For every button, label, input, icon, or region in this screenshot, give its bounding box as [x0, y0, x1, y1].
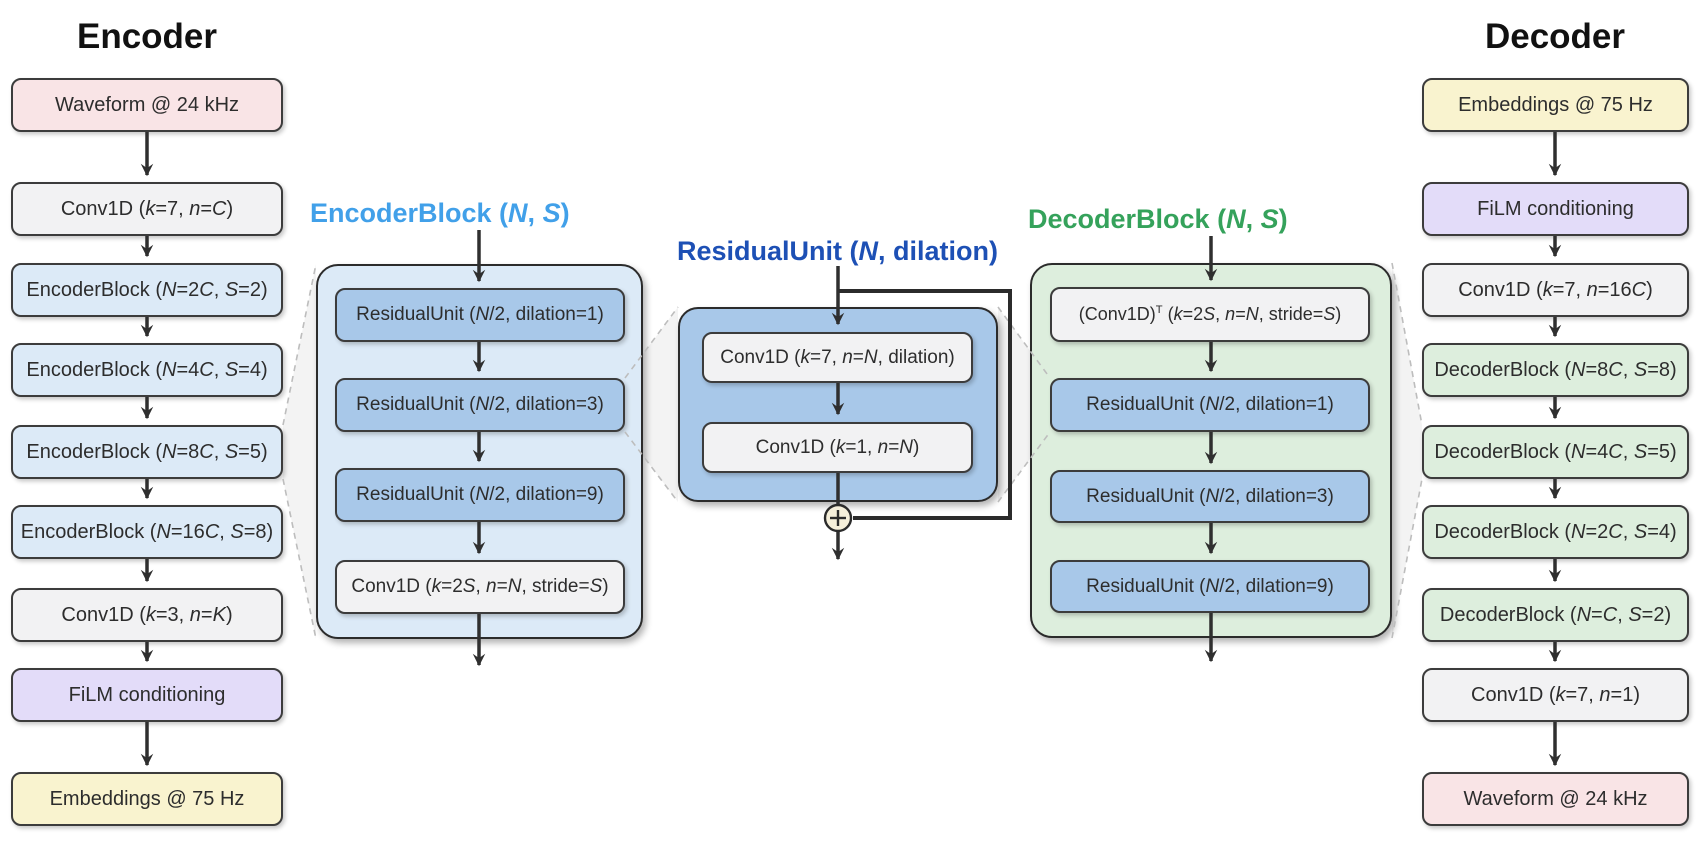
encoder-block-resunit-1: ResidualUnit (N/2, dilation=1): [335, 288, 625, 342]
encoder-block-conv1d: Conv1D (k=2S, n=N, stride=S): [335, 560, 625, 614]
encoder-box-conv1d-out: Conv1D (k=3, n=K): [11, 588, 283, 642]
sum-icon: [823, 503, 853, 533]
decoder-box-film: FiLM conditioning: [1422, 182, 1689, 236]
encoder-box-film: FiLM conditioning: [11, 668, 283, 722]
encoder-block-resunit-9: ResidualUnit (N/2, dilation=9): [335, 468, 625, 522]
encoder-heading: Encoder: [76, 17, 218, 56]
encoder-box-encblock-16c: EncoderBlock (N=16C, S=8): [11, 505, 283, 559]
residual-unit-conv1d-dilated: Conv1D (k=7, n=N, dilation): [702, 332, 973, 383]
decoder-heading: Decoder: [1484, 17, 1626, 56]
encoder-box-encblock-2c: EncoderBlock (N=2C, S=2): [11, 263, 283, 317]
decoder-block-resunit-1: ResidualUnit (N/2, dilation=1): [1050, 378, 1370, 432]
decoder-box-decblock-c: DecoderBlock (N=C, S=2): [1422, 588, 1689, 642]
encoder-box-waveform: Waveform @ 24 kHz: [11, 78, 283, 132]
encoder-box-encblock-4c: EncoderBlock (N=4C, S=4): [11, 343, 283, 397]
decoder-box-decblock-4c: DecoderBlock (N=4C, S=5): [1422, 425, 1689, 479]
decoder-box-decblock-2c: DecoderBlock (N=2C, S=4): [1422, 505, 1689, 559]
decoder-block-title: DecoderBlock (N, S): [1028, 204, 1288, 234]
decoder-block-resunit-9: ResidualUnit (N/2, dilation=9): [1050, 560, 1370, 613]
encoder-box-encblock-8c: EncoderBlock (N=8C, S=5): [11, 425, 283, 479]
encoder-block-resunit-3: ResidualUnit (N/2, dilation=3): [335, 378, 625, 432]
decoder-box-waveform: Waveform @ 24 kHz: [1422, 772, 1689, 826]
decoder-block-convtranspose: (Conv1D)T (k=2S, n=N, stride=S): [1050, 287, 1370, 342]
decoder-box-embeddings: Embeddings @ 75 Hz: [1422, 78, 1689, 132]
beam-encoderblock: [283, 264, 316, 639]
decoder-box-conv1d-out: Conv1D (k=7, n=1): [1422, 668, 1689, 722]
decoder-block-resunit-3: ResidualUnit (N/2, dilation=3): [1050, 470, 1370, 523]
decoder-box-decblock-8c: DecoderBlock (N=8C, S=8): [1422, 343, 1689, 397]
beam-decoderblock-return: [1392, 263, 1422, 638]
encoder-box-embeddings: Embeddings @ 75 Hz: [11, 772, 283, 826]
encoder-block-title: EncoderBlock (N, S): [310, 198, 570, 228]
encoder-box-conv1d-in: Conv1D (k=7, n=C): [11, 182, 283, 236]
residual-unit-title: ResidualUnit (N, dilation): [677, 236, 998, 266]
decoder-box-conv1d-in: Conv1D (k=7, n=16C): [1422, 263, 1689, 317]
residual-unit-conv1d-1x1: Conv1D (k=1, n=N): [702, 422, 973, 473]
